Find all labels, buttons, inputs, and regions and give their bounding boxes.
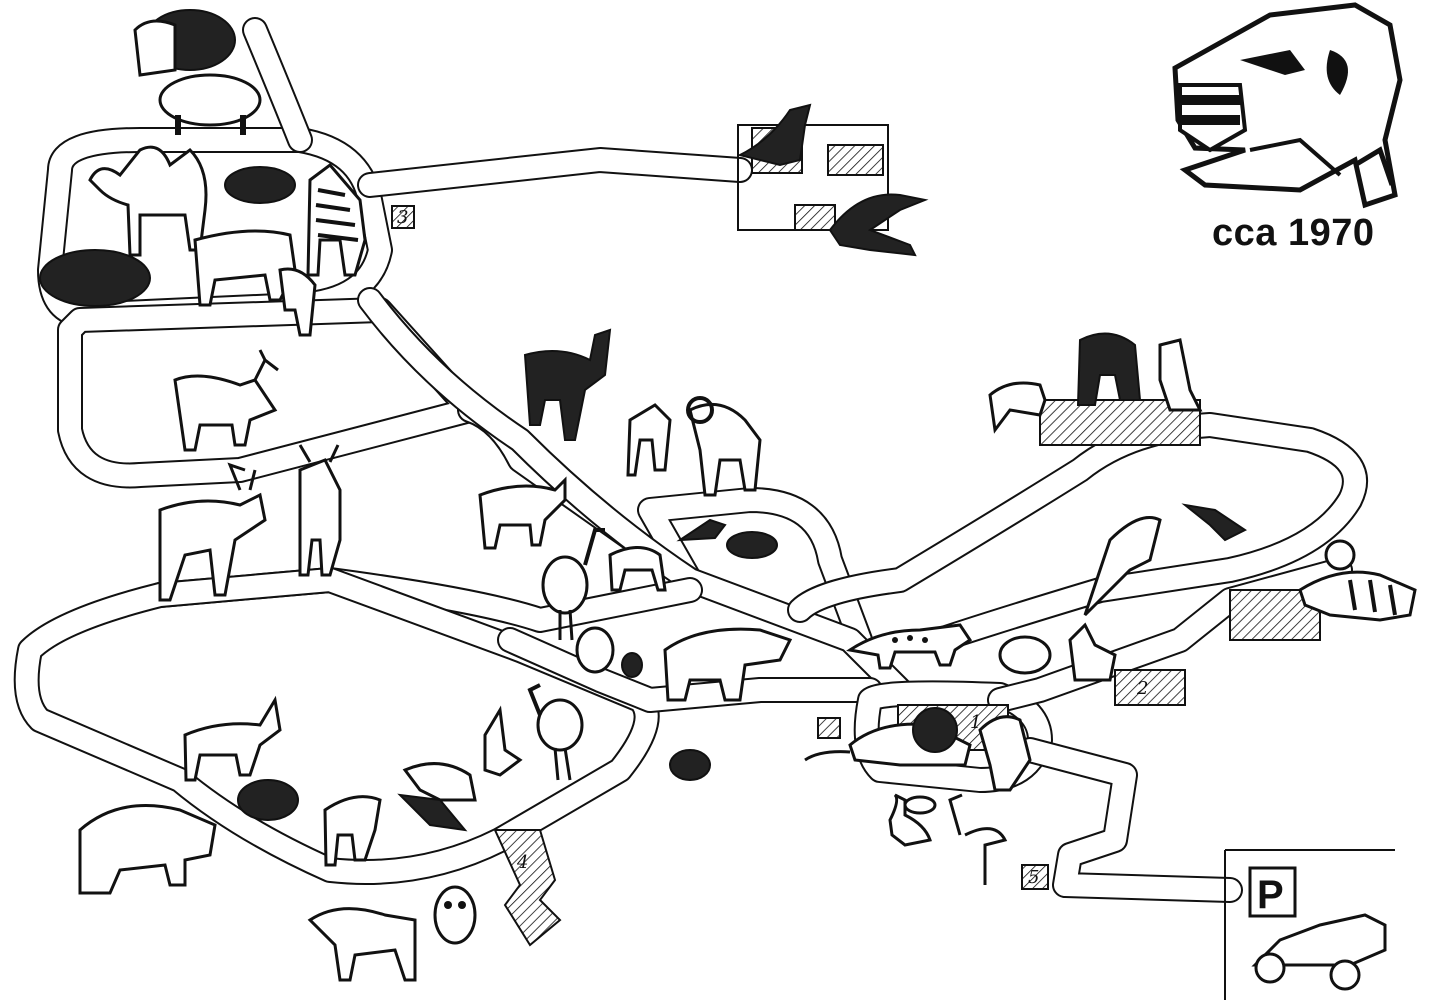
building-1-label: 1 bbox=[970, 712, 981, 733]
fox-icon bbox=[1068, 622, 1117, 682]
wolf-icon bbox=[323, 795, 382, 867]
fallow-deer-icon bbox=[298, 444, 342, 577]
parrot-icon bbox=[1083, 516, 1162, 617]
goat-icon bbox=[478, 476, 567, 550]
owl-icon bbox=[433, 885, 477, 945]
building-marker-mid bbox=[817, 717, 841, 739]
crocodile-rock-shield-logo bbox=[1172, 2, 1403, 209]
stag-icon bbox=[158, 462, 267, 602]
building-2 bbox=[1114, 669, 1186, 706]
brown-bear-icon bbox=[78, 804, 217, 895]
musk-ox-icon bbox=[39, 249, 151, 307]
bison-icon bbox=[133, 9, 236, 77]
wolf-2-icon bbox=[307, 907, 417, 982]
monkey-icon bbox=[988, 381, 1047, 434]
macaque-icon bbox=[1158, 338, 1203, 412]
saiga-icon bbox=[608, 546, 667, 592]
parking-area: P bbox=[1248, 866, 1387, 991]
magpie-icon bbox=[676, 518, 727, 542]
leopard-icon bbox=[846, 623, 973, 670]
wisent-icon bbox=[158, 73, 262, 135]
jaguar-icon bbox=[978, 715, 1032, 792]
reptile-annex bbox=[794, 204, 836, 231]
gorilla-icon bbox=[1076, 332, 1142, 406]
building-3-label: 3 bbox=[397, 207, 408, 228]
mouflon-icon bbox=[626, 403, 672, 477]
vintage-car-icon bbox=[1251, 913, 1387, 991]
parking-label: P bbox=[1257, 873, 1284, 917]
eagle-icon bbox=[483, 705, 523, 777]
red-deer-icon bbox=[173, 349, 279, 452]
tiger-icon bbox=[1298, 539, 1417, 622]
lynx-icon bbox=[183, 695, 282, 782]
building-5-label: 5 bbox=[1028, 867, 1039, 888]
reptile-house bbox=[827, 144, 884, 176]
duck-icon bbox=[903, 795, 937, 815]
wisent-2-icon bbox=[193, 229, 297, 307]
animals bbox=[39, 9, 1417, 982]
building-4-label: 4 bbox=[516, 852, 528, 873]
donkey-icon bbox=[278, 267, 317, 337]
building-5 bbox=[1021, 864, 1049, 890]
building-2-label: 2 bbox=[1136, 678, 1148, 699]
vulture-icon bbox=[397, 762, 477, 832]
raccoon-icon bbox=[575, 626, 643, 678]
wild-boar-icon bbox=[726, 531, 778, 559]
camel-icon bbox=[88, 145, 208, 257]
red-panda-icon bbox=[998, 635, 1052, 675]
porcupine-icon bbox=[237, 779, 299, 821]
emu-icon bbox=[541, 528, 605, 641]
argali-icon bbox=[686, 396, 762, 497]
polar-bear-icon bbox=[663, 627, 793, 702]
parking-sign bbox=[1248, 866, 1297, 918]
swan-icon bbox=[888, 793, 932, 847]
llama-icon bbox=[523, 328, 612, 441]
building-4 bbox=[493, 829, 562, 947]
raccoon-2-icon bbox=[669, 749, 711, 781]
lion-icon bbox=[804, 707, 972, 767]
sea-lion-icon bbox=[737, 103, 812, 167]
building-marker-top bbox=[391, 205, 415, 229]
toucan-icon bbox=[1181, 503, 1247, 542]
crocodile-icon bbox=[828, 193, 929, 257]
logo-year-label: cca 1970 bbox=[1212, 212, 1375, 254]
zebra-icon bbox=[306, 162, 367, 277]
yak-icon bbox=[224, 166, 296, 204]
flamingo-icon bbox=[948, 793, 1008, 885]
ostrich-icon bbox=[527, 683, 584, 781]
